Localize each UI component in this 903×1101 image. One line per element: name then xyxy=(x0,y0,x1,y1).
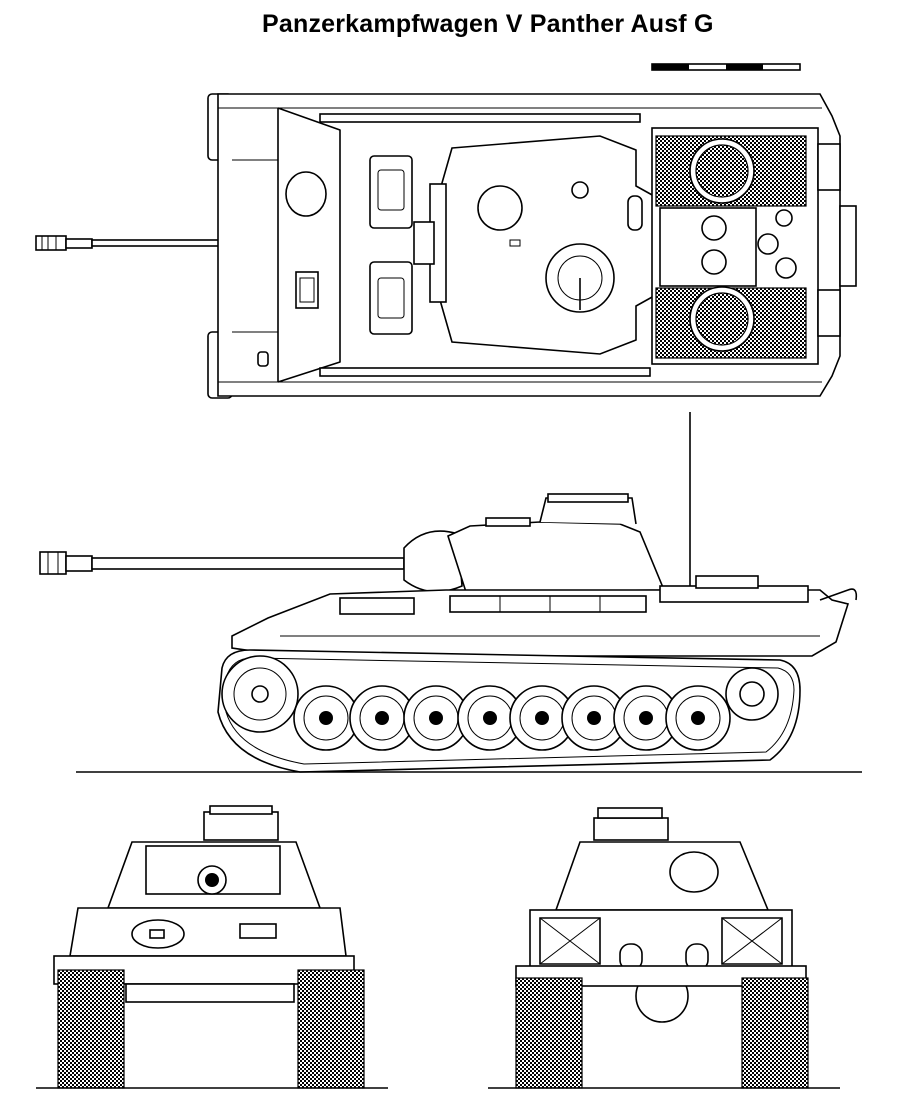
radio-operator-hatch xyxy=(295,271,319,309)
front-view xyxy=(36,805,388,1089)
front-track-left xyxy=(57,969,125,1089)
driver-hatch xyxy=(285,171,327,217)
rear-track-right xyxy=(741,977,809,1089)
side-turret xyxy=(447,521,666,593)
side-mantlet xyxy=(403,530,463,593)
rear-track-left xyxy=(515,977,583,1089)
drawing-title: Panzerkampfwagen V Panther Ausf G xyxy=(262,10,714,38)
rear-turret xyxy=(554,841,770,911)
scale-bar xyxy=(651,63,801,71)
side-gun-barrel xyxy=(39,551,405,575)
front-track-right xyxy=(297,969,365,1089)
rear-turret-hatch xyxy=(669,851,719,893)
top-view xyxy=(35,93,857,399)
side-view xyxy=(39,493,862,773)
front-hull xyxy=(69,907,347,957)
gun-mantlet xyxy=(413,221,435,265)
road-wheels xyxy=(293,685,731,751)
rear-view xyxy=(488,807,840,1089)
loader-hatch xyxy=(477,185,523,231)
top-turret xyxy=(439,135,655,355)
